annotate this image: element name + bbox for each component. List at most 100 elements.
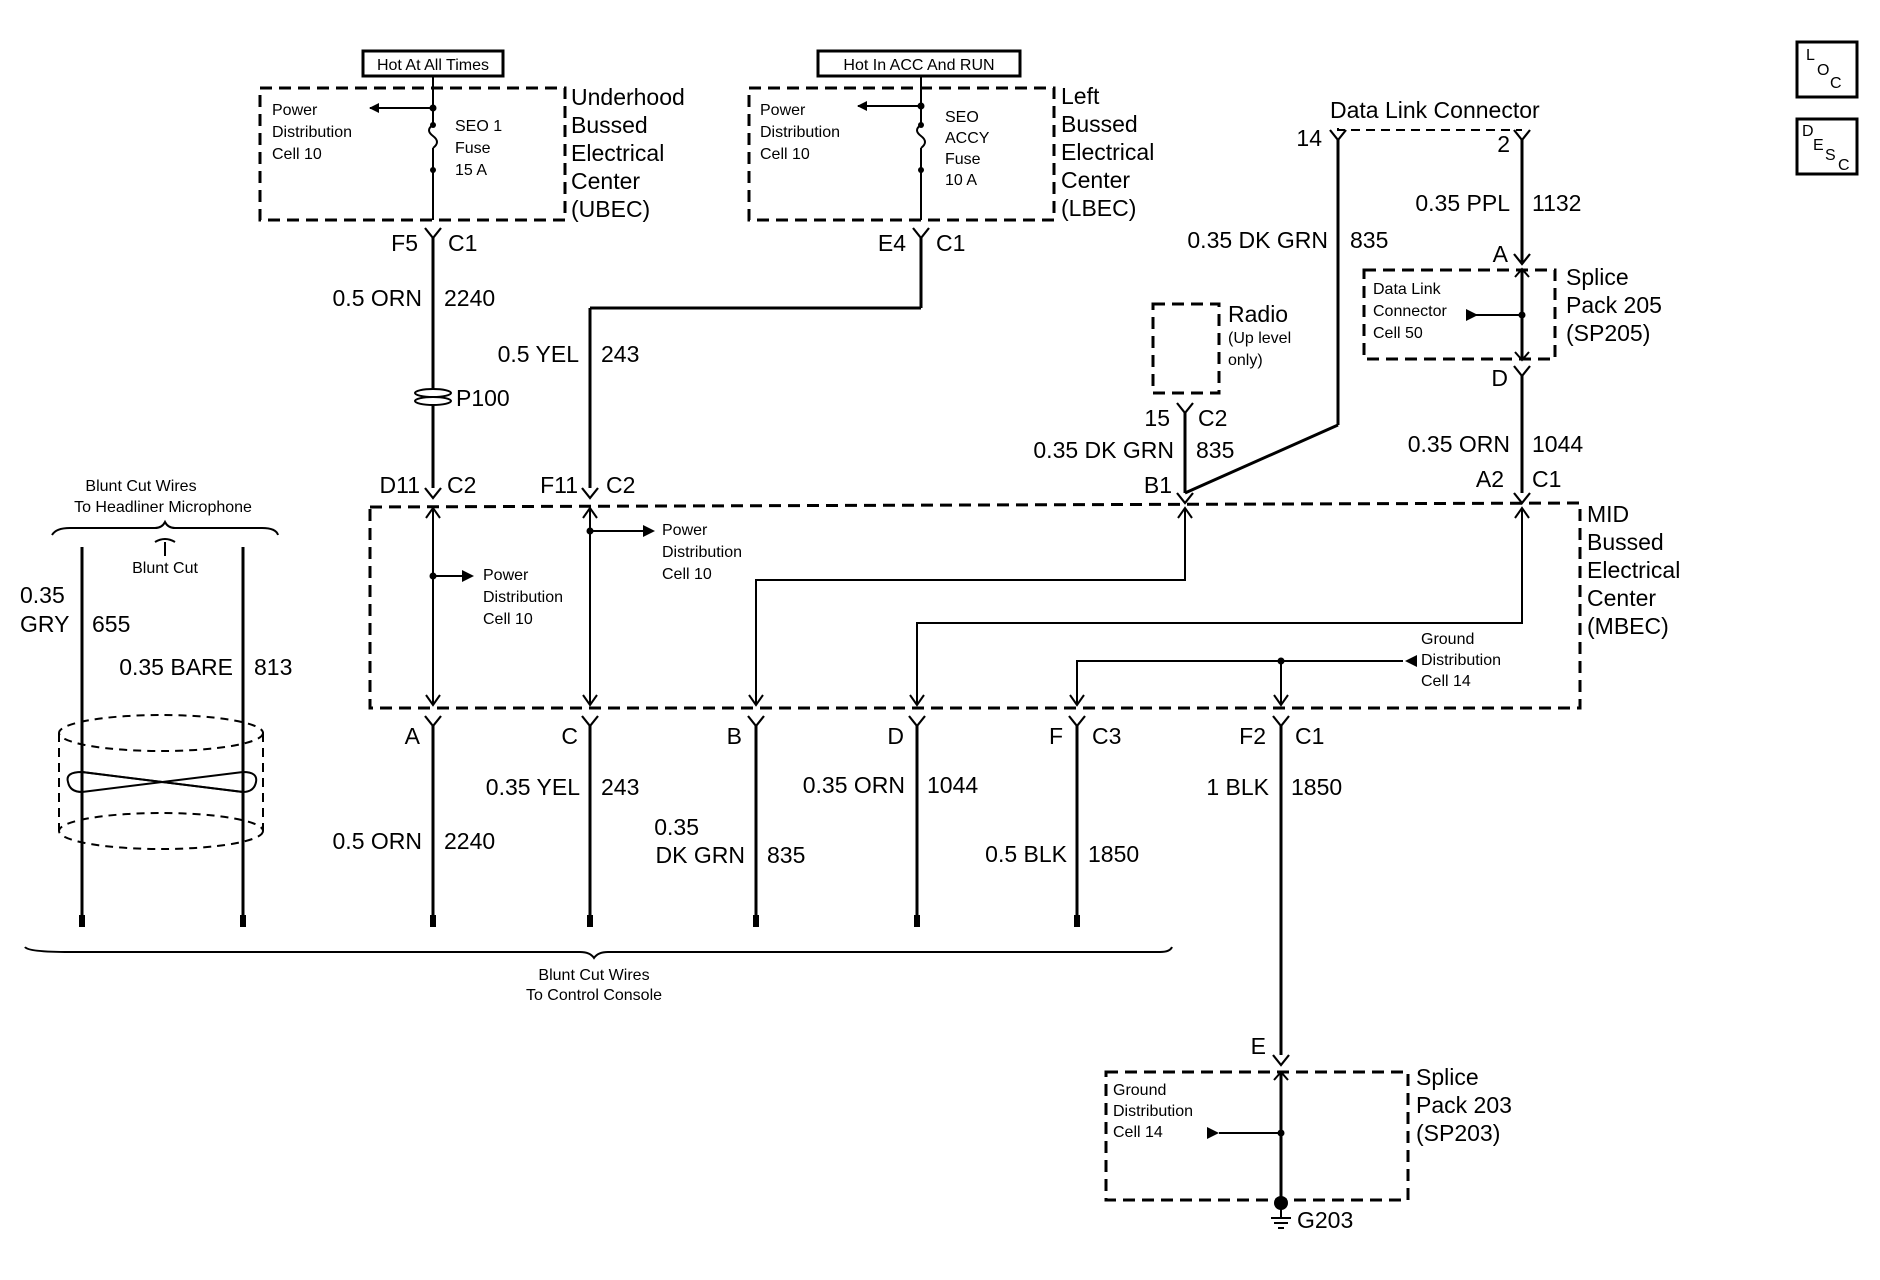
sp203-cell-line2: Distribution	[1113, 1103, 1193, 1120]
ubec-fuse-line2: Fuse	[455, 140, 491, 157]
mbec-cell-mid-line3: Cell 10	[662, 566, 712, 583]
mbec-name-line4: Center	[1587, 585, 1656, 611]
ubec-name-line3: Electrical	[571, 140, 664, 166]
mbec-pin-f2: F2	[1239, 723, 1266, 749]
wire-blk-1850-main-circuit: 1850	[1291, 774, 1342, 800]
ubec-cell-line3: Cell 10	[272, 146, 322, 163]
dlc-pin-14: 14	[1296, 125, 1322, 151]
mbec-pin-b1: B1	[1144, 472, 1172, 498]
wire-grn-835-circuit: 835	[767, 842, 805, 868]
radio-note-line1: (Up level	[1228, 330, 1291, 347]
radio-note-line2: only)	[1228, 352, 1263, 369]
ubec-cell-line2: Distribution	[272, 124, 352, 141]
ubec-pin: F5	[391, 230, 418, 256]
lbec-block: Hot In ACC And RUN Power Distribution Ce…	[747, 49, 1154, 256]
headliner-microphone-wires: Blunt Cut Wires To Headliner Microphone …	[20, 478, 292, 927]
mbec-cell-left-line3: Cell 10	[483, 611, 533, 628]
wire-bare-813-gauge: 0.35 BARE	[119, 654, 233, 680]
wire-yel-243-circuit: 243	[601, 341, 639, 367]
mbec-block: D11 C2 F11 C2 B1 A2 C1 MID Bussed Electr…	[368, 466, 1680, 749]
mbec-connector-c3: C3	[1092, 723, 1121, 749]
radio-name: Radio	[1228, 301, 1288, 327]
wire-blk-1850-main-gauge: 1 BLK	[1206, 774, 1269, 800]
lbec-fuse-line1: SEO	[945, 109, 979, 126]
wire-yel-243-lower-circuit: 243	[601, 774, 639, 800]
wire-radio-835-circuit: 835	[1196, 437, 1234, 463]
wire-gry-655-gauge-line1: 0.35	[20, 582, 65, 608]
dlc-pin-2: 2	[1497, 131, 1510, 157]
desc-letter-e: E	[1813, 137, 1824, 154]
wire-yel-243-lower-gauge: 0.35 YEL	[486, 774, 580, 800]
sp203-pin-e: E	[1251, 1033, 1266, 1059]
wire-radio-835-gauge: 0.35 DK GRN	[1033, 437, 1174, 463]
description-button[interactable]: D E S C	[1795, 117, 1859, 176]
mbec-name-line3: Electrical	[1587, 557, 1680, 583]
data-link-connector: Data Link Connector 14 2 0.35 DK GRN 835…	[1187, 97, 1581, 262]
lbec-cell-line3: Cell 10	[760, 146, 810, 163]
ground-g203-icon	[1274, 1196, 1288, 1210]
mbec-ground-cell-line1: Ground	[1421, 631, 1474, 648]
sp205-name-line3: (SP205)	[1566, 320, 1650, 346]
sp203-name-line1: Splice	[1416, 1064, 1479, 1090]
mbec-ground-cell-line3: Cell 14	[1421, 673, 1471, 690]
lower-wiring: 0.5 ORN 2240 0.35 YEL 243 0.35 DK GRN 83…	[24, 726, 1342, 1055]
mbec-pin-f11: F11	[540, 472, 578, 498]
wire-orn-2240-lower-circuit: 2240	[444, 828, 495, 854]
lbec-cell-line1: Power	[760, 102, 806, 119]
wire-gry-655-gauge-line2: GRY	[20, 611, 69, 637]
mbec-name-line5: (MBEC)	[1587, 613, 1669, 639]
ubec-cell-line1: Power	[272, 102, 318, 119]
console-label-line2: To Control Console	[526, 987, 662, 1004]
ubec-fuse-line3: 15 A	[455, 162, 487, 179]
radio-pin-15: 15	[1144, 405, 1170, 431]
loc-letter-l: L	[1806, 47, 1815, 64]
ubec-block: Hot At All Times Power Distribution Cell…	[258, 49, 685, 256]
ubec-name-line2: Bussed	[571, 112, 648, 138]
headliner-title-line1: Blunt Cut Wires	[85, 478, 196, 495]
lbec-cell-line2: Distribution	[760, 124, 840, 141]
lbec-name-line2: Bussed	[1061, 111, 1138, 137]
splice-pack-203: E Ground Distribution Cell 14 Splice Pac…	[1104, 1033, 1512, 1233]
lbec-name-line1: Left	[1061, 83, 1100, 109]
hot-acc-run-label: Hot In ACC And RUN	[843, 57, 994, 74]
mbec-pin-a2: A2	[1476, 466, 1504, 492]
headliner-title-line2: To Headliner Microphone	[74, 499, 252, 516]
sp205-name-line1: Splice	[1566, 264, 1629, 290]
wire-blk-1850-gauge: 0.5 BLK	[985, 841, 1067, 867]
sp205-cell-line2: Connector	[1373, 303, 1447, 320]
mbec-pin-d11: D11	[380, 472, 421, 498]
lbec-fuse-line2: ACCY	[945, 130, 990, 147]
mbec-connector-c2-right: C2	[606, 472, 635, 498]
mbec-connector-c2-left: C2	[447, 472, 476, 498]
dlc-wire-1132-gauge: 0.35 PPL	[1415, 190, 1510, 216]
sp203-cell-line3: Cell 14	[1113, 1124, 1163, 1141]
mbec-pin-b: B	[727, 723, 742, 749]
lbec-fuse-line3: Fuse	[945, 151, 981, 168]
mbec-connector-c1-top: C1	[1532, 466, 1561, 492]
lbec-fuse-line4: 10 A	[945, 172, 977, 189]
dlc-wire-1132-circuit: 1132	[1532, 190, 1581, 216]
mbec-connector-c1-bottom: C1	[1295, 723, 1324, 749]
loc-letter-o: O	[1817, 62, 1829, 79]
wire-orn-1044-lower-gauge: 0.35 ORN	[803, 772, 905, 798]
wire-bare-813-circuit: 813	[254, 654, 292, 680]
ground-g203-label: G203	[1297, 1207, 1353, 1233]
mbec-pin-f: F	[1049, 723, 1063, 749]
sp205-cell-line3: Cell 50	[1373, 325, 1423, 342]
wire-orn-2240-gauge: 0.5 ORN	[333, 285, 422, 311]
wire-orn-1044-upper-circuit: 1044	[1532, 431, 1583, 457]
lbec-pin: E4	[878, 230, 906, 256]
wire-orn-2240-lower-gauge: 0.5 ORN	[333, 828, 422, 854]
console-label-line1: Blunt Cut Wires	[538, 967, 649, 984]
location-button[interactable]: L O C	[1795, 40, 1859, 99]
wire-orn-2240-circuit: 2240	[444, 285, 495, 311]
sp205-pin-a: A	[1493, 241, 1509, 267]
wire-grn-835-gauge-line1: 0.35	[654, 814, 699, 840]
mbec-pin-d: D	[887, 723, 904, 749]
desc-letter-c: C	[1838, 157, 1850, 174]
mbec-cell-left-line2: Distribution	[483, 589, 563, 606]
wire-orn-1044-lower-circuit: 1044	[927, 772, 978, 798]
ubec-name-line5: (UBEC)	[571, 196, 650, 222]
loc-letter-c: C	[1830, 75, 1842, 92]
